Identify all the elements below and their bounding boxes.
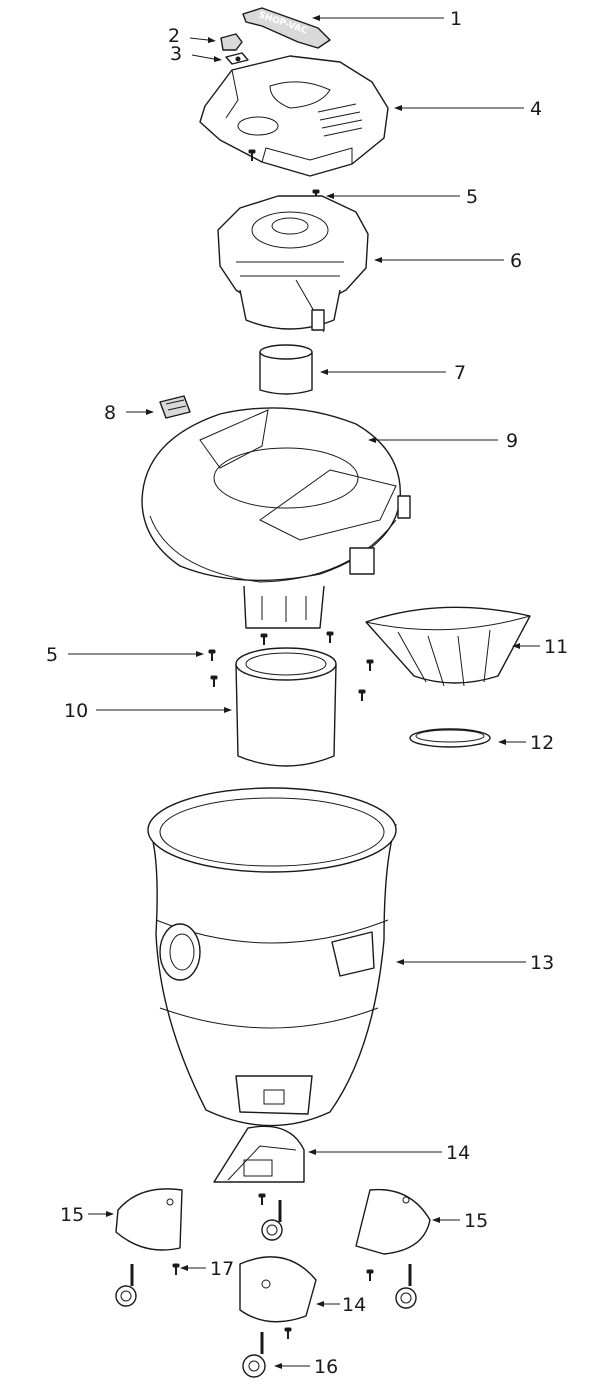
part-13-drum <box>147 787 397 1127</box>
part-8-clip <box>159 395 191 419</box>
callout-11: 11 <box>544 636 568 658</box>
part-3-latch-base <box>225 52 249 65</box>
part-14-foot-lower <box>239 1256 317 1323</box>
callout-8: 8 <box>104 402 116 424</box>
part-4-top-cover <box>199 55 389 177</box>
callout-9: 9 <box>506 430 518 452</box>
part-12-ring <box>409 728 491 748</box>
part-14-foot-upper <box>213 1125 305 1183</box>
callouts: 1 2 3 4 5 6 7 8 9 5 <box>46 8 568 1378</box>
callout-15-right: 15 <box>464 1210 488 1232</box>
part-16-casters <box>115 1200 417 1378</box>
callout-12: 12 <box>530 732 554 754</box>
caster-center <box>261 1200 283 1241</box>
callout-2: 2 <box>168 25 180 47</box>
caster-left <box>115 1264 137 1307</box>
callout-6: 6 <box>510 250 522 272</box>
callout-3: 3 <box>170 43 182 65</box>
caster-right <box>395 1264 417 1309</box>
callout-14-lower: 14 <box>342 1294 366 1316</box>
callout-5-lower: 5 <box>46 644 58 666</box>
callout-17: 17 <box>210 1258 234 1280</box>
part-2-latch <box>220 33 243 51</box>
part-9-lid <box>141 407 411 629</box>
part-15-foot-right <box>355 1188 431 1255</box>
part-15-foot-left <box>115 1188 183 1251</box>
callout-1: 1 <box>450 8 462 30</box>
part-6-motor <box>217 195 369 333</box>
callout-15-left: 15 <box>60 1204 84 1226</box>
callout-4: 4 <box>530 98 542 120</box>
callout-5-upper: 5 <box>466 186 478 208</box>
callout-7: 7 <box>454 362 466 384</box>
part-1-handle: SHOP-VAC <box>242 7 331 49</box>
callout-14-upper: 14 <box>446 1142 470 1164</box>
callout-16: 16 <box>314 1356 338 1378</box>
part-7-cylinder-filter <box>259 344 313 395</box>
callout-10: 10 <box>64 700 88 722</box>
caster-bottom <box>242 1332 266 1378</box>
callout-13: 13 <box>530 952 554 974</box>
part-10-foam-sleeve <box>235 647 337 767</box>
part-11-filter-cone <box>365 606 531 687</box>
